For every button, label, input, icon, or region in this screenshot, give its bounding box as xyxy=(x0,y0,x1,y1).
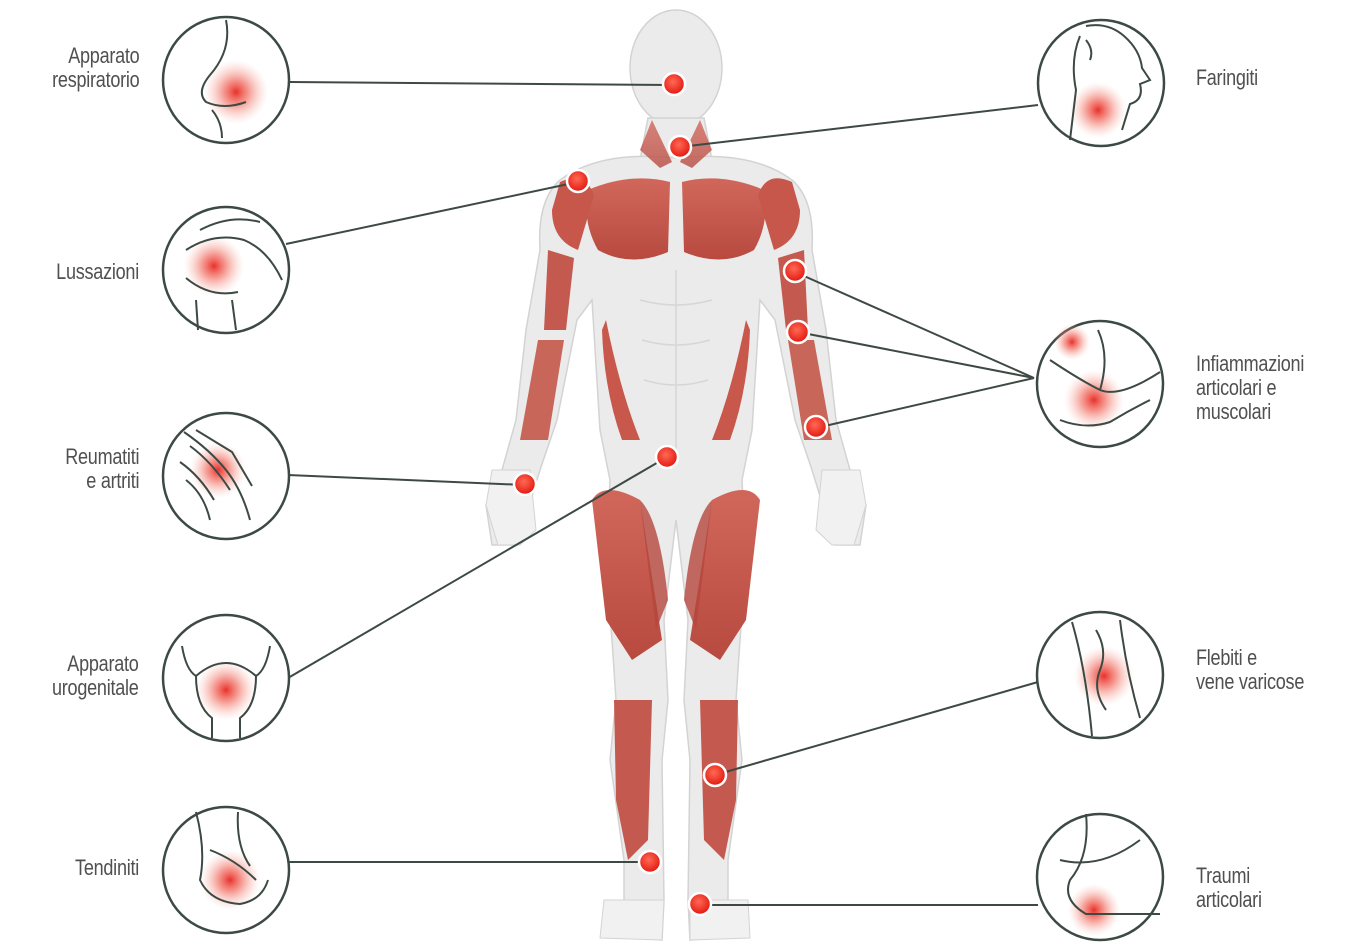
label-lussazioni: Lussazioni xyxy=(56,260,139,284)
label-faringiti: Faringiti xyxy=(1196,66,1258,90)
connector-lussazioni xyxy=(286,182,578,244)
marker-abdomen[interactable] xyxy=(656,446,678,468)
bladder-icon xyxy=(163,615,289,741)
marker-elbow[interactable] xyxy=(787,321,809,343)
connector-flebiti xyxy=(715,682,1038,775)
marker-throat[interactable] xyxy=(669,136,691,158)
heel-icon xyxy=(1037,814,1163,940)
connector-reumatiti xyxy=(288,475,525,485)
marker-calf[interactable] xyxy=(704,764,726,786)
shoulder-icon xyxy=(163,207,289,333)
label-reumatiti: Reumatiti e artriti xyxy=(65,445,139,493)
connector-faringiti xyxy=(680,105,1038,147)
elbow-icon xyxy=(1037,321,1163,447)
label-infiammazioni: Infiammazioni articolari e muscolari xyxy=(1196,352,1304,424)
hand-icon xyxy=(163,413,289,539)
leg-veins-icon xyxy=(1037,612,1163,738)
marker-wrist[interactable] xyxy=(514,473,536,495)
throat-icon xyxy=(1038,20,1164,146)
marker-nose[interactable] xyxy=(663,73,685,95)
label-tendiniti: Tendiniti xyxy=(75,856,139,880)
connector-respiratorio xyxy=(290,82,674,85)
label-urogenitale: Apparato urogenitale xyxy=(52,652,139,700)
label-flebiti: Flebiti e vene varicose xyxy=(1196,646,1304,694)
marker-shoulder[interactable] xyxy=(567,170,589,192)
nose-icon xyxy=(163,17,289,143)
marker-foot[interactable] xyxy=(689,893,711,915)
connector-infiammazioni-2 xyxy=(798,332,1034,378)
label-respiratorio: Apparato respiratorio xyxy=(52,44,139,92)
marker-ankle[interactable] xyxy=(639,851,661,873)
marker-forearm[interactable] xyxy=(805,416,827,438)
ankle-icon xyxy=(163,807,289,933)
connector-infiammazioni-1 xyxy=(795,272,1034,378)
marker-upper-arm[interactable] xyxy=(784,260,806,282)
connector-infiammazioni-3 xyxy=(816,378,1034,428)
label-traumi: Traumi articolari xyxy=(1196,864,1262,912)
